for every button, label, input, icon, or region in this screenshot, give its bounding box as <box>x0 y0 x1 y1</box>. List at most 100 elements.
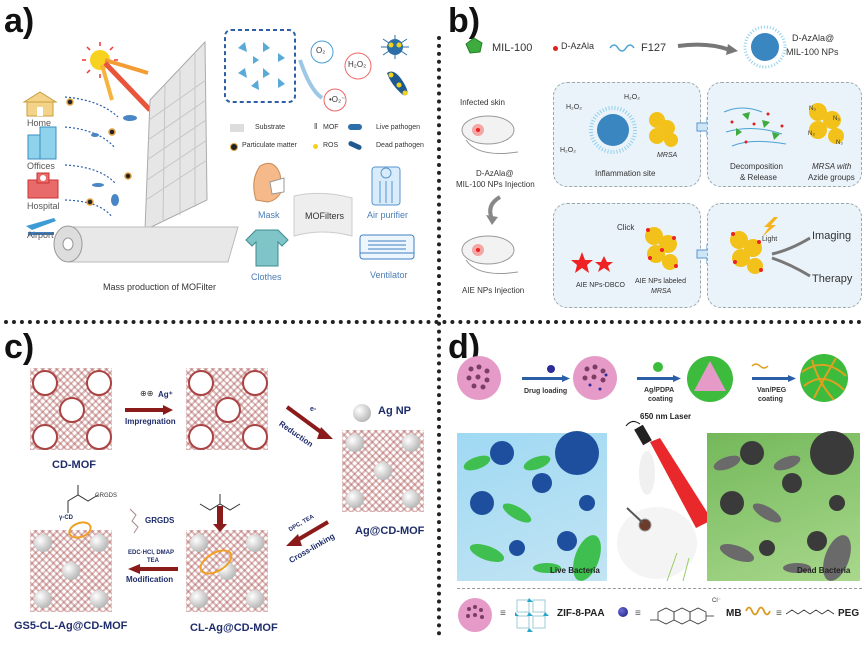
rabbit-illustration <box>617 451 697 582</box>
clothes-icon <box>245 229 289 267</box>
source-home: Home <box>27 118 52 128</box>
ag-np-label: Ag NP <box>378 405 411 417</box>
dead-pathogen-swatch <box>347 140 363 151</box>
dead-bacteria-image: Dead Bacteria <box>707 431 860 581</box>
final-nanoparticle-icon <box>800 354 848 402</box>
therapy-label: Therapy <box>812 273 853 285</box>
coated-sphere-icon <box>687 356 733 402</box>
chloride-label: Cl⁻ <box>712 598 721 604</box>
mass-production-caption: Mass production of MOFilter <box>103 282 217 292</box>
step-down-arrow <box>486 195 502 225</box>
click-label: Click <box>617 223 635 232</box>
reagents-line1: EDC·HCl, DMAP <box>128 550 174 556</box>
legend-divider <box>457 588 862 589</box>
legend-f127: F127 <box>641 42 667 54</box>
imaging-label: Imaging <box>812 230 852 242</box>
mil100-icon <box>465 37 483 54</box>
equiv-3: ≡ <box>776 608 782 619</box>
van-peg-arrow <box>752 375 796 382</box>
ag-pdpa-icon <box>653 362 663 372</box>
mouse-icon-bottom <box>461 235 519 274</box>
legend-particulate: Particulate matter <box>242 142 297 149</box>
synthesis-arrow <box>677 42 738 55</box>
impregnation-label: Impregnation <box>125 417 176 426</box>
dead-bacteria-illustration <box>713 431 854 581</box>
modification-label: Modification <box>126 575 174 584</box>
pathogen-icons <box>381 35 409 96</box>
injection-top-line2: MIL-100 NPs Injection <box>456 180 535 189</box>
reagents-line2: TEA <box>147 558 159 564</box>
mrsa-azide-cluster <box>809 103 844 144</box>
h2o2-1: H₂O₂ <box>566 104 582 111</box>
legend-live-pathogen: Live pathogen <box>376 124 420 131</box>
mouse-icon-top <box>461 115 519 154</box>
aie-labeled-line1: AIE NPs labeled <box>635 278 686 285</box>
van-peg-line1: Van/PEG <box>757 387 787 394</box>
h2o2-2: H₂O₂ <box>624 94 640 101</box>
branch-arrows <box>771 236 811 278</box>
carbonate-grgds-structure <box>67 485 99 513</box>
aie-dbco-label: AIE NPs-DBCO <box>576 282 626 289</box>
azala-dot <box>553 46 558 51</box>
grgds-molecule-icon <box>129 508 139 534</box>
ros-species <box>298 40 372 112</box>
aie-dbco-icon <box>571 252 613 273</box>
gamma-cd-label: γ-CD <box>59 515 74 521</box>
ag-plus-label: Ag⁺ <box>158 390 173 399</box>
hospital-icon <box>27 172 59 199</box>
azala-mil100-np-icon <box>743 25 787 69</box>
infected-skin-label: Infected skin <box>460 98 505 107</box>
carbonate-structure-top <box>199 494 241 532</box>
impregnation-arrow <box>125 405 173 415</box>
live-bacteria-illustration <box>463 431 601 581</box>
legend-dead-pathogen: Dead pathogen <box>376 142 424 149</box>
panel-b-label: b) <box>448 2 481 40</box>
dead-bacteria-label: Dead Bacteria <box>797 566 851 575</box>
legend-zif-sphere <box>458 598 492 632</box>
product-line2: MIL-100 NPs <box>786 47 839 57</box>
o2-label: O₂ <box>316 46 326 55</box>
mof-structure-zoom <box>224 29 296 103</box>
panel-c-label: c) <box>4 328 35 366</box>
n3-label-4: N₃ <box>836 140 843 146</box>
decomposition-line1: Decomposition <box>730 162 783 171</box>
mofilter-sheet <box>293 192 353 237</box>
legend-mb-label: MB <box>726 608 742 619</box>
azide-line1: MRSA with <box>812 162 852 171</box>
legend-peg-label: PEG <box>838 608 860 619</box>
n3-label-3: N₃ <box>808 131 815 137</box>
laser-label: 650 nm Laser <box>640 412 692 421</box>
source-airport: Airport <box>27 230 54 240</box>
ag-pdpa-line1: Ag/PDPA <box>644 387 675 394</box>
offices-icon <box>27 126 57 160</box>
cd-mof-structure <box>30 368 112 450</box>
grgds-label: GRGDS <box>145 516 175 525</box>
source-hospital: Hospital <box>27 201 60 211</box>
vertical-divider <box>437 36 441 636</box>
app-mofilters: MOFilters <box>305 211 344 221</box>
live-bacteria-image: Live Bacteria <box>457 431 607 581</box>
modification-highlight <box>65 518 95 542</box>
mask-icon <box>253 162 285 203</box>
n3-label-2: N₃ <box>833 116 840 122</box>
horizontal-divider <box>4 320 862 324</box>
legend-mof: MOF <box>323 124 339 131</box>
legend-substrate: Substrate <box>255 124 285 131</box>
peg-chain-icon <box>745 606 771 616</box>
ag-cd-mof-structure <box>342 430 424 512</box>
mb-sphere-icon <box>618 607 628 617</box>
ros-swatch <box>313 144 318 149</box>
crosslinking-arrow <box>286 520 330 546</box>
mofilter-mesh <box>144 40 208 231</box>
mrsa-label-top: MRSA <box>657 152 678 159</box>
decomposition-icon <box>723 107 787 147</box>
legend-mil100: MIL-100 <box>492 42 533 54</box>
ventilator-icon <box>359 234 415 260</box>
labeled-mrsa-light-cluster <box>730 231 763 274</box>
gs5-cl-ag-cd-mof-structure <box>30 518 112 612</box>
light-label: Light <box>762 236 778 243</box>
van-peg-line2: coating <box>758 396 783 403</box>
legend-ros: ROS <box>323 142 339 149</box>
mof-glyph: ‖ <box>314 122 318 131</box>
mrsa-cluster-top <box>649 112 678 147</box>
